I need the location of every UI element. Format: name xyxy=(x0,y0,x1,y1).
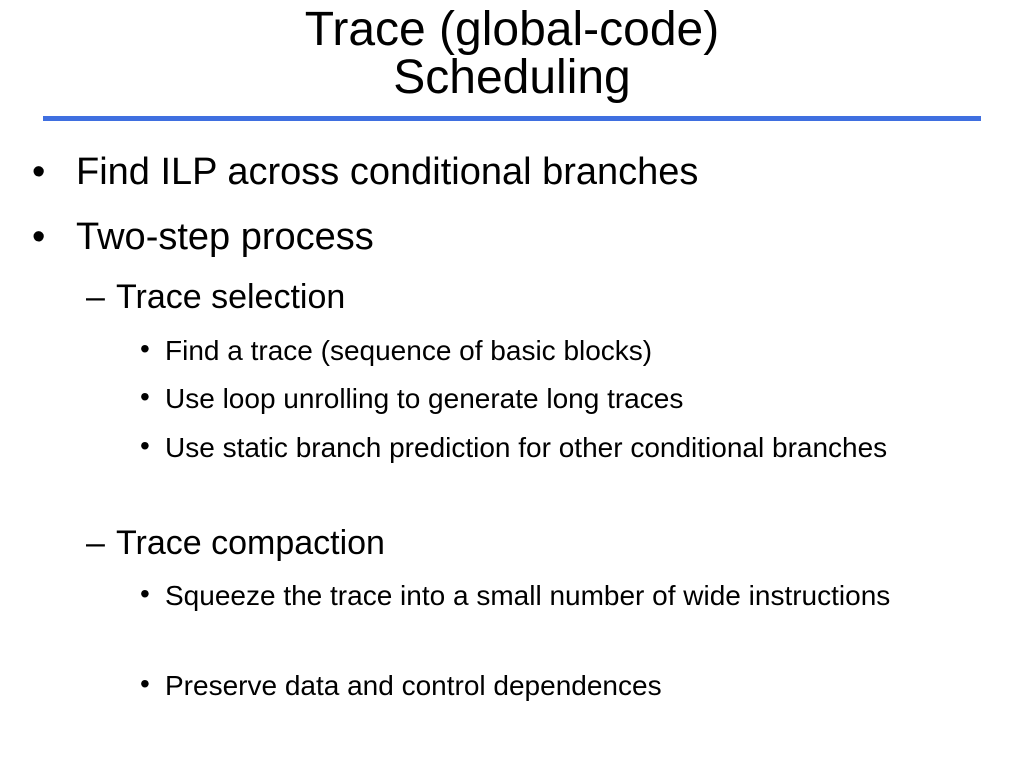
detail-bullet-text: Use loop unrolling to generate long trac… xyxy=(165,383,684,414)
slide-title: Trace (global-code) Scheduling xyxy=(0,6,1024,102)
slide-title-line-2: Scheduling xyxy=(393,51,631,104)
dash-marker: – xyxy=(86,278,105,316)
bullet-marker: • xyxy=(140,430,150,461)
bullet-marker: • xyxy=(32,151,46,193)
bullet-text: Two-step process xyxy=(76,216,374,258)
bullet-marker: • xyxy=(140,578,150,609)
sub-bullet-text: Trace selection xyxy=(116,278,346,316)
slide-title-line-1: Trace (global-code) xyxy=(304,3,720,56)
detail-bullet-text: Preserve data and control dependences xyxy=(165,670,662,701)
bullet-marker: • xyxy=(140,668,150,699)
bullet-marker: • xyxy=(140,381,150,412)
detail-bullet-text: Find a trace (sequence of basic blocks) xyxy=(165,335,653,366)
bullet-text: Find ILP across conditional branches xyxy=(76,151,699,193)
bullet-marker: • xyxy=(140,333,150,364)
detail-bullet-text: Use static branch prediction for other c… xyxy=(165,432,888,463)
sub-bullet-text: Trace compaction xyxy=(116,524,385,562)
title-underline xyxy=(43,116,981,121)
detail-bullet-text: Squeeze the trace into a small number of… xyxy=(165,580,891,611)
dash-marker: – xyxy=(86,524,105,562)
bullet-marker: • xyxy=(32,216,46,258)
